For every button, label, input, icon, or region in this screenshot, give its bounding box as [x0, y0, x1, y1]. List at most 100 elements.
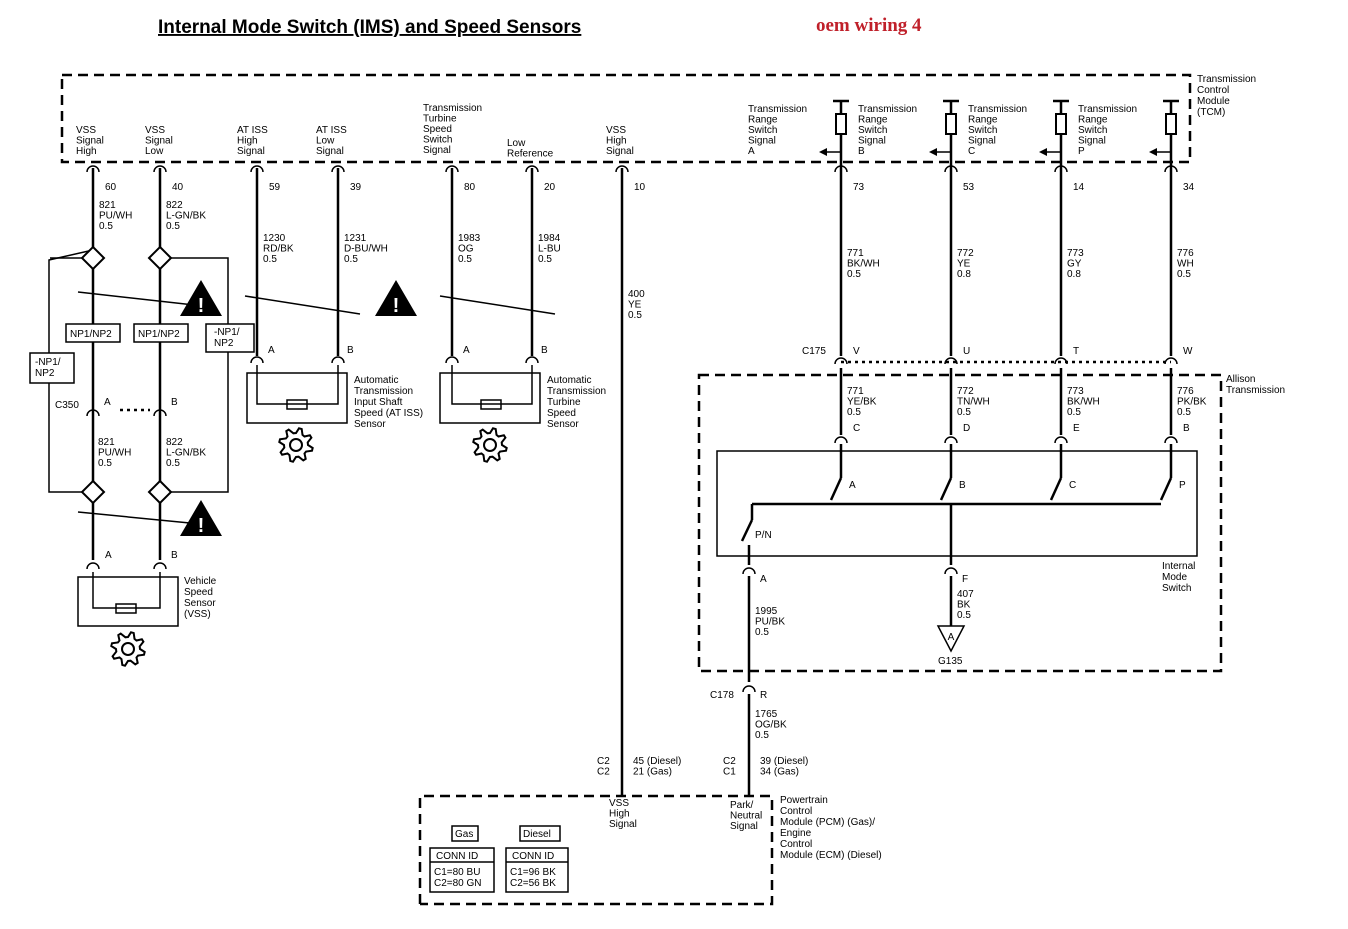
tcm-pin-connector-9	[1054, 165, 1068, 173]
range-resistor-1	[945, 113, 957, 135]
allison-pin-2: E	[1073, 423, 1080, 434]
legend-boxes	[429, 825, 569, 893]
tcm-pin-connector-10	[1164, 165, 1178, 173]
tcm-pin-number-1: 40	[172, 182, 184, 193]
allison-pin-3: B	[1183, 423, 1190, 434]
c350-pin-a: A	[104, 397, 111, 408]
c350-conn-a	[86, 409, 100, 417]
np-box-c	[205, 323, 255, 353]
splice-diamond-a	[80, 245, 106, 271]
vss-gear-icon	[110, 631, 146, 667]
ims-switch-label-3: P	[1179, 480, 1186, 491]
tcm-pin-number-5: 20	[544, 182, 556, 193]
np-box-a	[65, 323, 121, 343]
range-arrow-head-3	[1149, 148, 1157, 156]
ims-switch-label-1: B	[959, 480, 966, 491]
c350-pin-b: B	[171, 397, 178, 408]
ims-switch-label-0: A	[849, 480, 856, 491]
c175-conn-1	[944, 357, 958, 365]
c178-label: C178	[710, 690, 734, 701]
tcm-pin-connector-3	[331, 165, 345, 173]
atiss-wires	[244, 168, 361, 424]
legend-conn-id-diesel: CONN ID	[512, 851, 554, 862]
c175-conn-0	[834, 357, 848, 365]
tcm-pin-number-9: 14	[1073, 182, 1085, 193]
tcm-pin-number-6: 10	[634, 182, 646, 193]
range-resistor-0	[835, 113, 847, 135]
tcm-pin-number-2: 59	[269, 182, 281, 193]
tcm-pin-connector-1	[153, 165, 167, 173]
allison-box	[697, 373, 1223, 673]
np-box-d	[29, 352, 75, 384]
pn-conn	[742, 567, 756, 575]
atts-gear-icon	[472, 427, 508, 463]
allison-conn-2	[1054, 436, 1068, 444]
range-arrow-head-1	[929, 148, 937, 156]
vss-sensor-conn-b	[153, 562, 167, 570]
c175-conn-3	[1164, 357, 1178, 365]
tcm-pin-number-4: 80	[464, 182, 476, 193]
vss-sensor-pin-a: A	[105, 550, 112, 561]
tcm-pin-connector-0	[86, 165, 100, 173]
allison-conn-0	[834, 436, 848, 444]
pcm-pins-1: 39 (Diesel)34 (Gas)	[760, 756, 808, 778]
c175-conn-2	[1054, 357, 1068, 365]
legend-conn-id-gas: CONN ID	[436, 851, 478, 862]
allison-pin-0: C	[853, 423, 860, 434]
atiss-conn-b	[331, 356, 345, 364]
warning-icon-1-mark: !	[198, 295, 205, 317]
tcm-pin-number-3: 39	[350, 182, 362, 193]
tcm-pin-connector-6	[615, 165, 629, 173]
vss-sensor-conn-a	[86, 562, 100, 570]
ims-box	[716, 450, 1198, 557]
c175-pin-1: U	[963, 346, 970, 357]
splice-diamond-c	[80, 479, 106, 505]
range-wires	[740, 100, 1173, 796]
range-arrow-head-0	[819, 148, 827, 156]
legend-gas: Gas	[455, 829, 473, 840]
atiss-pin-b: B	[347, 345, 354, 356]
tcm-pin-connector-4	[445, 165, 459, 173]
ims-switch-label-2: C	[1069, 480, 1076, 491]
warning-icon-1	[180, 280, 222, 316]
pn-label: P/N	[755, 530, 772, 541]
allison-pin-1: D	[963, 423, 970, 434]
tcm-pin-number-0: 60	[105, 182, 117, 193]
tcm-pin-number-8: 53	[963, 182, 975, 193]
tcm-pin-connector-5	[525, 165, 539, 173]
warning-icon-2	[180, 500, 222, 536]
c175-pin-2: T	[1073, 346, 1079, 357]
tcm-pin-connector-7	[834, 165, 848, 173]
vss-sensor-pin-b: B	[171, 550, 178, 561]
vss-wires	[48, 168, 229, 627]
atiss-gear-icon	[278, 427, 314, 463]
tcm-pin-connector-8	[944, 165, 958, 173]
